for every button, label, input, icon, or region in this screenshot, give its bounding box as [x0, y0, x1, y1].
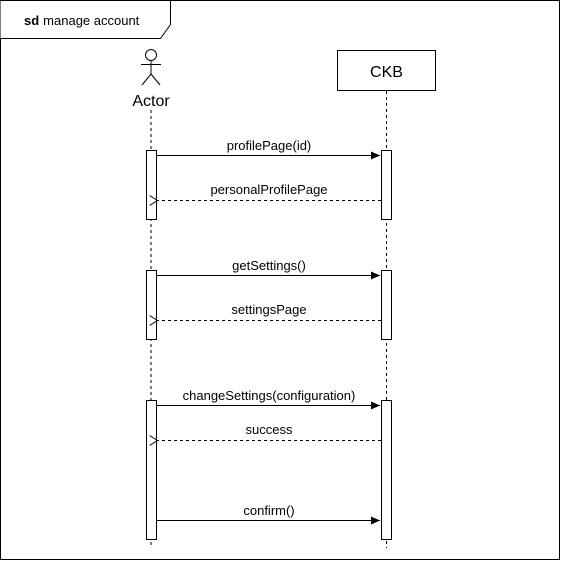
message-label-changesettings: changeSettings(configuration) [183, 388, 356, 403]
system-activation-3 [381, 400, 392, 540]
actor-activation-3 [146, 400, 157, 540]
system-label: CKB [370, 64, 403, 81]
actor-icon [141, 49, 161, 86]
message-label-getsettings: getSettings() [232, 258, 306, 273]
message-label-personalprofilepage: personalProfilePage [210, 182, 327, 197]
message-label-profilepage: profilePage(id) [227, 138, 312, 153]
system-activation-2 [381, 270, 392, 340]
frame-keyword: sd [24, 13, 39, 28]
system-box [337, 50, 436, 91]
message-label-success: success [246, 422, 293, 437]
actor-activation-1 [146, 150, 157, 220]
message-label-confirm: confirm() [243, 503, 294, 518]
actor-activation-2 [146, 270, 157, 340]
frame-title: sd manage account [24, 13, 140, 28]
system-activation-1 [381, 150, 392, 220]
message-label-settingspage: settingsPage [231, 302, 306, 317]
frame-name: manage account [43, 13, 140, 28]
frame-tab [0, 0, 171, 39]
actor-label: Actor [132, 93, 170, 110]
